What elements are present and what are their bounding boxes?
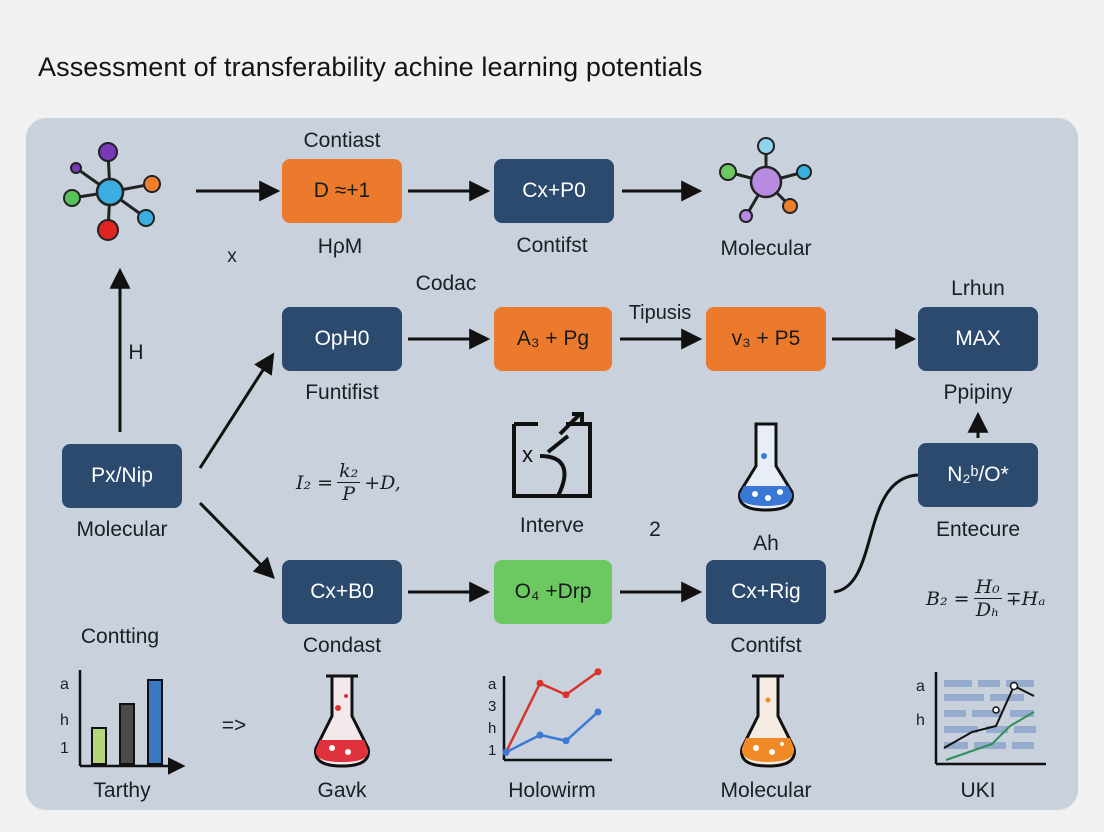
label-ppipiny: Ppipiny	[943, 381, 1013, 404]
curve-cxrig-to-n2o	[833, 473, 919, 594]
flask-icon-orange	[740, 674, 796, 768]
label-gavk: Gavk	[317, 779, 367, 802]
mini-line-axis-label: h	[488, 720, 497, 737]
label-tipusis: Tipusis	[628, 302, 692, 324]
mini-line-blue-point	[594, 708, 602, 716]
formula-b2: B₂ = H₀ Dₕ ∓Hₐ	[926, 576, 1045, 621]
label-arrow-text: =>	[221, 714, 247, 737]
mini-bar-chart	[78, 670, 186, 775]
label-uki: UKI	[960, 779, 996, 802]
mini-bar-axis-label: a	[60, 676, 69, 693]
mini-line-blue-point	[502, 748, 510, 756]
mini-line-red-point	[562, 691, 570, 699]
node-cxp0: Cx+P0	[494, 159, 614, 223]
formula-b2-num: H₀	[973, 576, 1002, 599]
diagram-title: Assessment of transferability achine lea…	[38, 52, 703, 82]
formula-i2-fraction: k₂ P	[337, 460, 361, 505]
formula-i2-lhs: I₂ =	[296, 471, 334, 494]
mini-bar	[147, 679, 163, 765]
flask-icon-blue	[738, 422, 794, 512]
label-x: x	[227, 246, 237, 267]
label-h: H	[128, 341, 144, 364]
mini-table-axis-label: a	[916, 678, 925, 695]
mini-table-chart	[934, 672, 1046, 766]
label-molecular-left: Molecular	[76, 518, 168, 541]
label-lrhun: Lrhun	[951, 277, 1005, 300]
formula-i2: I₂ = k₂ P +D,	[296, 460, 401, 505]
label-holowirm: Holowirm	[508, 779, 596, 802]
formula-i2-rhs: +D,	[364, 471, 401, 494]
label-entecure: Entecure	[935, 518, 1021, 541]
formula-b2-rhs: ∓Hₐ	[1005, 587, 1046, 610]
mini-line-axis-label: 1	[488, 742, 497, 759]
formula-b2-fraction: H₀ Dₕ	[973, 576, 1002, 621]
node-max: MAX	[918, 307, 1038, 371]
mini-line-axis-label: 3	[488, 698, 497, 715]
molecule-icon-top-left	[63, 142, 161, 241]
mini-line-blue-point	[536, 731, 544, 739]
label-condast: Condast	[302, 634, 382, 657]
mini-table-axis-label: h	[916, 712, 925, 729]
label-contting: Contting	[80, 625, 160, 648]
node-o4drp: O₄ +Drp	[494, 560, 612, 624]
mini-line-chart	[502, 668, 612, 762]
molecule-icon-top-right	[719, 137, 812, 223]
label-molecular-bottom: Molecular	[720, 779, 812, 802]
svg-text:x: x	[522, 442, 533, 467]
node-d1: D ≈+1	[282, 159, 402, 223]
node-oph0: OpH0	[282, 307, 402, 371]
mini-bar	[119, 703, 135, 765]
node-n2o: N₂ᵇ/O*	[918, 443, 1038, 507]
intervention-icon: x	[512, 412, 592, 498]
arrow-pxnip-to-cxb0	[198, 501, 275, 579]
formula-i2-den: P	[342, 483, 356, 505]
label-hpm: HρM	[317, 235, 363, 258]
label-contifst-bottom: Contifst	[730, 634, 802, 657]
flask-icon-red	[314, 674, 370, 768]
formula-i2-num: k₂	[337, 460, 361, 483]
arrow-pxnip-to-oph0	[198, 352, 275, 469]
mini-bar-axis-label: 1	[60, 740, 69, 757]
node-cxb0: Cx+B0	[282, 560, 402, 624]
node-cxrig: Cx+Rig	[706, 560, 826, 624]
mini-line-red-point	[594, 668, 602, 676]
mini-bar	[91, 727, 107, 765]
mini-line-blue-point	[562, 737, 570, 745]
mini-line-blue	[505, 711, 599, 754]
label-tarthy: Tarthy	[93, 779, 151, 802]
label-contifst-top: Contifst	[516, 234, 588, 257]
label-molecular-top: Molecular	[720, 237, 812, 260]
formula-b2-den: Dₕ	[975, 599, 1000, 621]
node-pxnip: Px/Nip	[62, 444, 182, 508]
label-codac: Codac	[415, 272, 477, 295]
label-ah: Ah	[753, 532, 779, 555]
node-a3pg: A₃ + Pg	[494, 307, 612, 371]
label-interve: Interve	[519, 514, 585, 537]
label-contiast: Contiast	[303, 129, 381, 152]
mini-line-red-point	[536, 679, 544, 687]
formula-b2-lhs: B₂ =	[926, 587, 970, 610]
label-funtifist: Funtifist	[305, 381, 379, 404]
mini-line-red	[504, 670, 599, 753]
label-two: 2	[649, 518, 661, 541]
node-v3p5: v₃ + P5	[706, 307, 826, 371]
mini-line-axis-label: a	[488, 676, 497, 693]
mini-bar-axis-label: h	[60, 712, 69, 729]
